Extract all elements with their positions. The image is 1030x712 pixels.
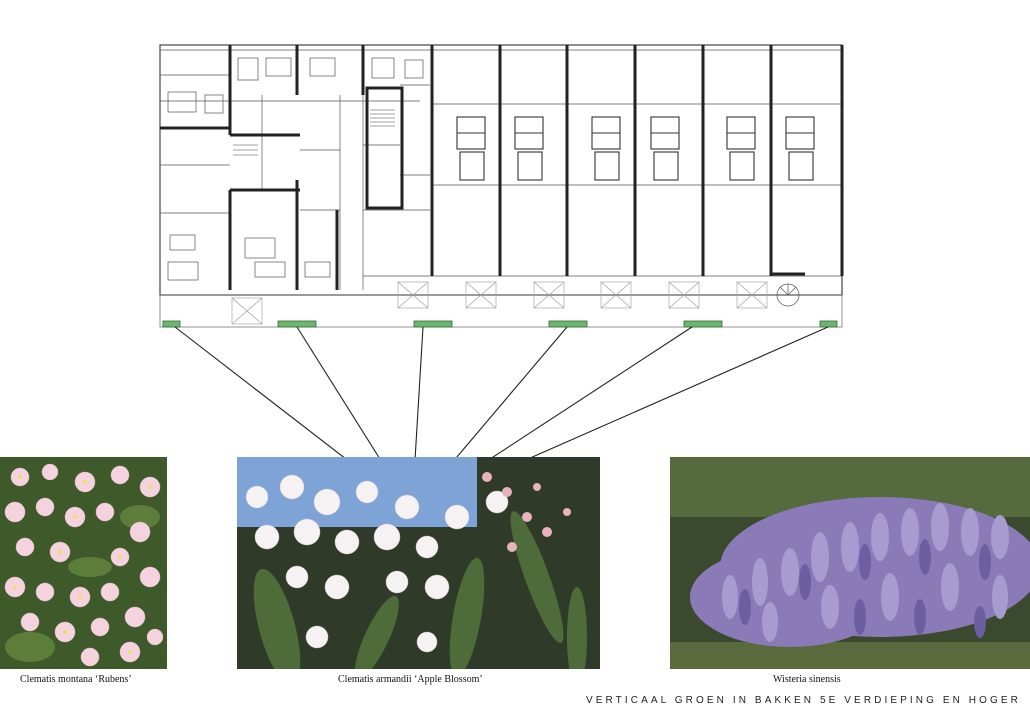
floor-plan xyxy=(159,44,843,328)
planters xyxy=(162,320,838,328)
photo-clematis-armandii xyxy=(237,457,600,669)
sheet-title: VERTICAAL GROEN IN BAKKEN 5E VERDIEPING … xyxy=(586,695,1021,706)
photo-clematis-montana xyxy=(0,457,167,669)
photo-wisteria-sinensis xyxy=(670,457,1030,669)
balcony-strip xyxy=(159,294,843,328)
caption-clematis-armandii: Clematis armandii ‘Apple Blossom’ xyxy=(338,674,483,685)
balcony-cells xyxy=(231,281,768,325)
caption-clematis-montana: Clematis montana ‘Rubens’ xyxy=(20,674,132,685)
apartment-modules xyxy=(456,116,815,181)
stair-core xyxy=(233,109,395,156)
spiral-stair xyxy=(776,283,800,307)
walls xyxy=(160,45,844,290)
caption-wisteria-sinensis: Wisteria sinensis xyxy=(773,674,841,685)
